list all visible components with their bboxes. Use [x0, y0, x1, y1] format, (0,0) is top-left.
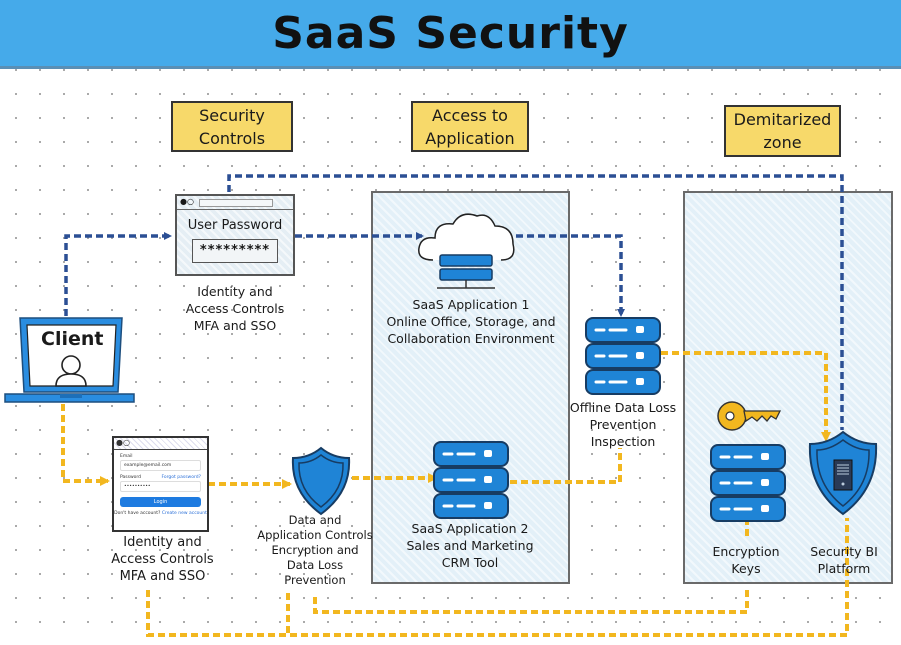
window-titlebar: ●○	[114, 438, 207, 450]
password-title: User Password	[187, 218, 283, 233]
password-label-row: Password Forgot password?	[120, 475, 201, 480]
password-field[interactable]: *********	[192, 239, 278, 263]
forgot-password-link[interactable]: Forgot password?	[161, 475, 201, 480]
address-bar	[199, 199, 273, 207]
tag-dmz: Demitarized zone	[724, 105, 841, 157]
shield-icon	[291, 446, 351, 516]
password-window[interactable]: ●○ User Password *********	[175, 194, 295, 276]
window-titlebar: ●○	[177, 196, 293, 210]
tag-line: zone	[763, 133, 802, 152]
page-title: SaaS Security	[272, 7, 629, 59]
key-icon	[717, 401, 782, 431]
email-label: Email	[120, 454, 133, 459]
password-caption: Identity and Access Controls MFA and SSO	[185, 284, 285, 333]
tag-line: Demitarized	[733, 110, 832, 129]
tag-line: Security	[199, 105, 265, 125]
tag-line: Controls	[198, 128, 266, 148]
flow-client-to-password	[64, 232, 172, 316]
laptop-icon	[4, 317, 135, 403]
create-account-link[interactable]: Create new account	[161, 511, 207, 516]
window-controls-icon: ●○	[116, 438, 130, 447]
login-window[interactable]: ●○ Email example@email.com Password Forg…	[112, 436, 209, 532]
flow-bottom-inner	[313, 588, 749, 614]
login-caption: Identity and Access Controls MFA and SSO	[111, 535, 214, 584]
server-icon	[433, 441, 509, 519]
login-button[interactable]: Login	[120, 497, 201, 507]
shield-server-icon	[808, 430, 878, 516]
saas-app-1-caption: SaaS Application 1 Online Office, Storag…	[386, 297, 556, 346]
tag-line: Application	[425, 128, 515, 148]
offline-dlp-caption: Offline Data Loss Prevention Inspection	[569, 400, 677, 449]
flow-client-to-login	[61, 404, 110, 486]
tag-line: Access to	[432, 105, 508, 125]
saas-app-2-caption: SaaS Application 2 Sales and Marketing C…	[406, 521, 534, 570]
window-controls-icon: ●○	[180, 197, 194, 206]
signup-row: Don't have account? Create new account	[114, 511, 207, 516]
client-label: Client	[41, 328, 104, 350]
password-input[interactable]: ••••••••••	[120, 481, 201, 492]
cloud-server-icon	[418, 213, 515, 289]
server-icon	[585, 317, 661, 395]
security-bi-caption: Security BI Platform	[810, 544, 878, 576]
header-banner: SaaS Security	[0, 0, 901, 69]
client-laptop[interactable]: Client	[4, 316, 135, 404]
password-label: Password	[120, 475, 142, 480]
no-account-text: Don't have account?	[114, 511, 161, 516]
tag-security-controls: Security Controls	[171, 101, 293, 152]
server-icon	[710, 444, 786, 522]
email-input[interactable]: example@email.com	[120, 460, 201, 471]
encryption-keys-caption: Encryption Keys	[712, 544, 780, 576]
dmz-zone	[683, 191, 893, 584]
data-controls-caption: Data and Application Controls Encryption…	[257, 513, 373, 587]
tag-access-to-application: Access to Application	[411, 101, 529, 152]
